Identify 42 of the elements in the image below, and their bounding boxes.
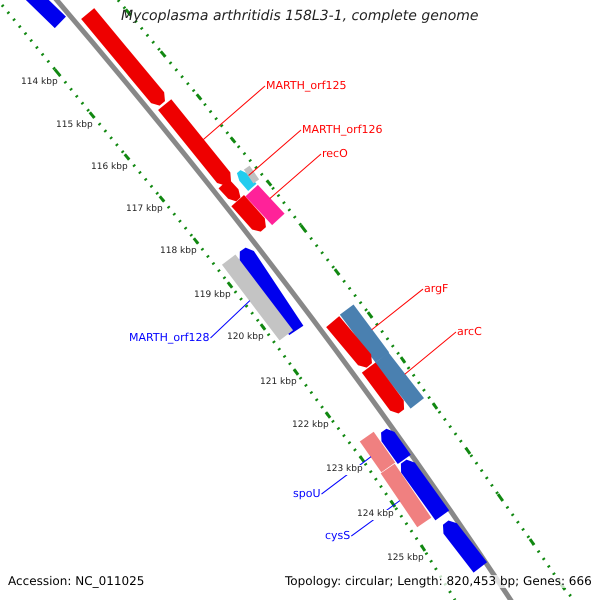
scale-label: 114 kbp — [21, 78, 58, 88]
title: Mycoplasma arthritidis 158L3-1, complete genome — [121, 9, 479, 24]
scale-label: 115 kbp — [56, 121, 93, 131]
scale-label: 125 kbp — [387, 554, 424, 564]
gene-block — [231, 194, 266, 232]
gene-label: spoU — [293, 488, 320, 500]
leader-line — [248, 130, 302, 176]
scale-label: 120 kbp — [227, 333, 264, 343]
gene-block — [326, 316, 372, 368]
gene-block — [400, 460, 450, 520]
gene-block — [158, 99, 231, 186]
gene-label: MARTH_orf128 — [129, 332, 210, 344]
gene-label: argF — [424, 283, 448, 296]
scale-label: 122 kbp — [292, 421, 329, 431]
scale-label: 117 kbp — [126, 205, 163, 215]
scale-label: 124 kbp — [357, 510, 394, 520]
gene-block — [218, 178, 240, 202]
gene-block — [340, 304, 390, 362]
gene-block — [374, 352, 424, 409]
leader-line — [404, 332, 456, 375]
leader-line — [269, 154, 322, 200]
scale-label: 118 kbp — [160, 247, 197, 257]
gene-label: MARTH_orf125 — [266, 80, 346, 92]
scale-label: 123 kbp — [326, 465, 363, 475]
gene-block — [381, 428, 411, 464]
scale-label: 119 kbp — [194, 291, 231, 301]
gene-block — [442, 520, 488, 573]
leader-line — [202, 86, 266, 140]
scale-label: 116 kbp — [91, 163, 128, 173]
leader-line — [371, 288, 424, 330]
gene-block — [362, 362, 404, 414]
gene-block — [236, 170, 256, 191]
scale-label: 121 kbp — [260, 378, 297, 388]
gene-block — [245, 184, 285, 226]
gene-label: recO — [322, 148, 348, 160]
gene-label: arcC — [457, 326, 482, 338]
gene-label: cysS — [325, 530, 350, 542]
footer-text: Topology: circular; Length: 820,453 bp; Genes: 666 — [285, 575, 592, 588]
footer-text: Accession: NC_011025 — [8, 575, 144, 588]
gene-block — [244, 166, 260, 184]
leader-line — [210, 300, 250, 339]
gene-label: MARTH_orf126 — [302, 124, 382, 136]
